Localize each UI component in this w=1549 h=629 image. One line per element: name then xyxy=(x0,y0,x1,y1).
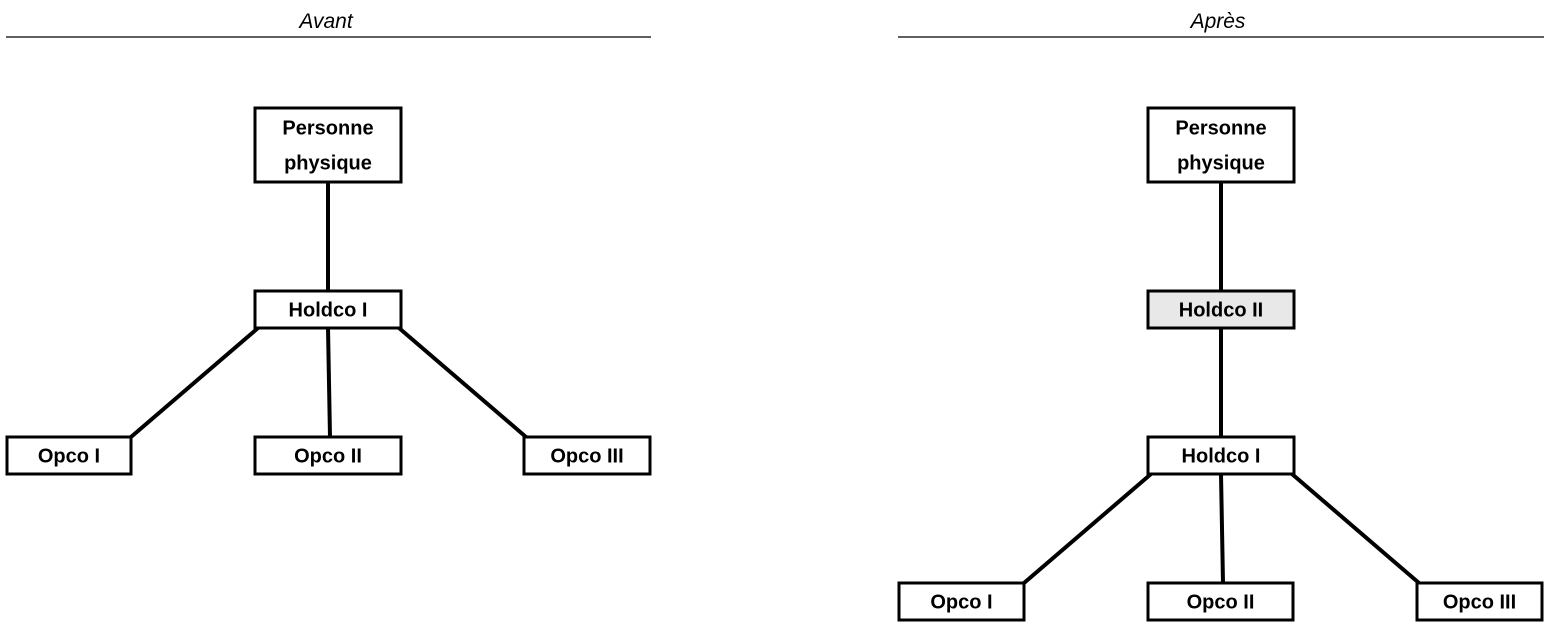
entity-node-personne-physique: Personne physique xyxy=(253,106,403,184)
entity-node-holdco-ii: Holdco II xyxy=(1146,289,1296,330)
entity-box xyxy=(253,435,403,476)
entity-box xyxy=(1146,289,1296,330)
entity-node-opco-iii: Opco III xyxy=(522,435,652,476)
panel-title: Après xyxy=(1189,10,1246,33)
edge-h1-o2 xyxy=(1219,473,1225,584)
entity-label: Opco II xyxy=(294,446,362,468)
entity-node-opco-ii: Opco II xyxy=(1146,581,1295,622)
entity-label: Opco III xyxy=(1443,592,1516,614)
entity-box xyxy=(5,435,133,476)
entity-box xyxy=(1415,581,1544,622)
entity-label: Opco I xyxy=(930,592,992,614)
entity-box xyxy=(253,289,403,330)
entity-label: Holdco I xyxy=(1182,446,1261,468)
entity-box xyxy=(1146,581,1295,622)
entity-label: Personne xyxy=(282,118,373,140)
entity-label: Holdco II xyxy=(1179,300,1263,322)
edge-h1-o3 xyxy=(397,326,528,439)
entity-label: Opco III xyxy=(550,446,623,468)
entity-label: physique xyxy=(284,153,372,175)
entity-label: Opco II xyxy=(1187,592,1255,614)
entity-label: Personne xyxy=(1175,118,1266,140)
entity-node-opco-iii: Opco III xyxy=(1415,581,1544,622)
entity-node-personne-physique: Personne physique xyxy=(1146,106,1296,184)
entity-node-opco-ii: Opco II xyxy=(253,435,403,476)
entity-label: physique xyxy=(1177,153,1265,175)
edge-h1-o3 xyxy=(1290,472,1421,585)
entity-node-holdco-i: Holdco I xyxy=(253,289,403,330)
entity-label: Opco I xyxy=(38,446,100,468)
entity-node-holdco-i: Holdco I xyxy=(1146,435,1296,476)
entity-label: Holdco I xyxy=(289,300,368,322)
edge-h1-o1 xyxy=(1022,472,1153,585)
entity-box xyxy=(253,106,403,184)
entity-box xyxy=(1146,106,1296,184)
edge-h1-o1 xyxy=(129,326,260,439)
entity-box xyxy=(1146,435,1296,476)
panel-title: Avant xyxy=(297,10,353,33)
edge-h1-o2 xyxy=(326,327,332,438)
entity-box xyxy=(897,581,1026,622)
entity-box xyxy=(522,435,652,476)
entity-node-opco-i: Opco I xyxy=(897,581,1026,622)
entity-node-opco-i: Opco I xyxy=(5,435,133,476)
